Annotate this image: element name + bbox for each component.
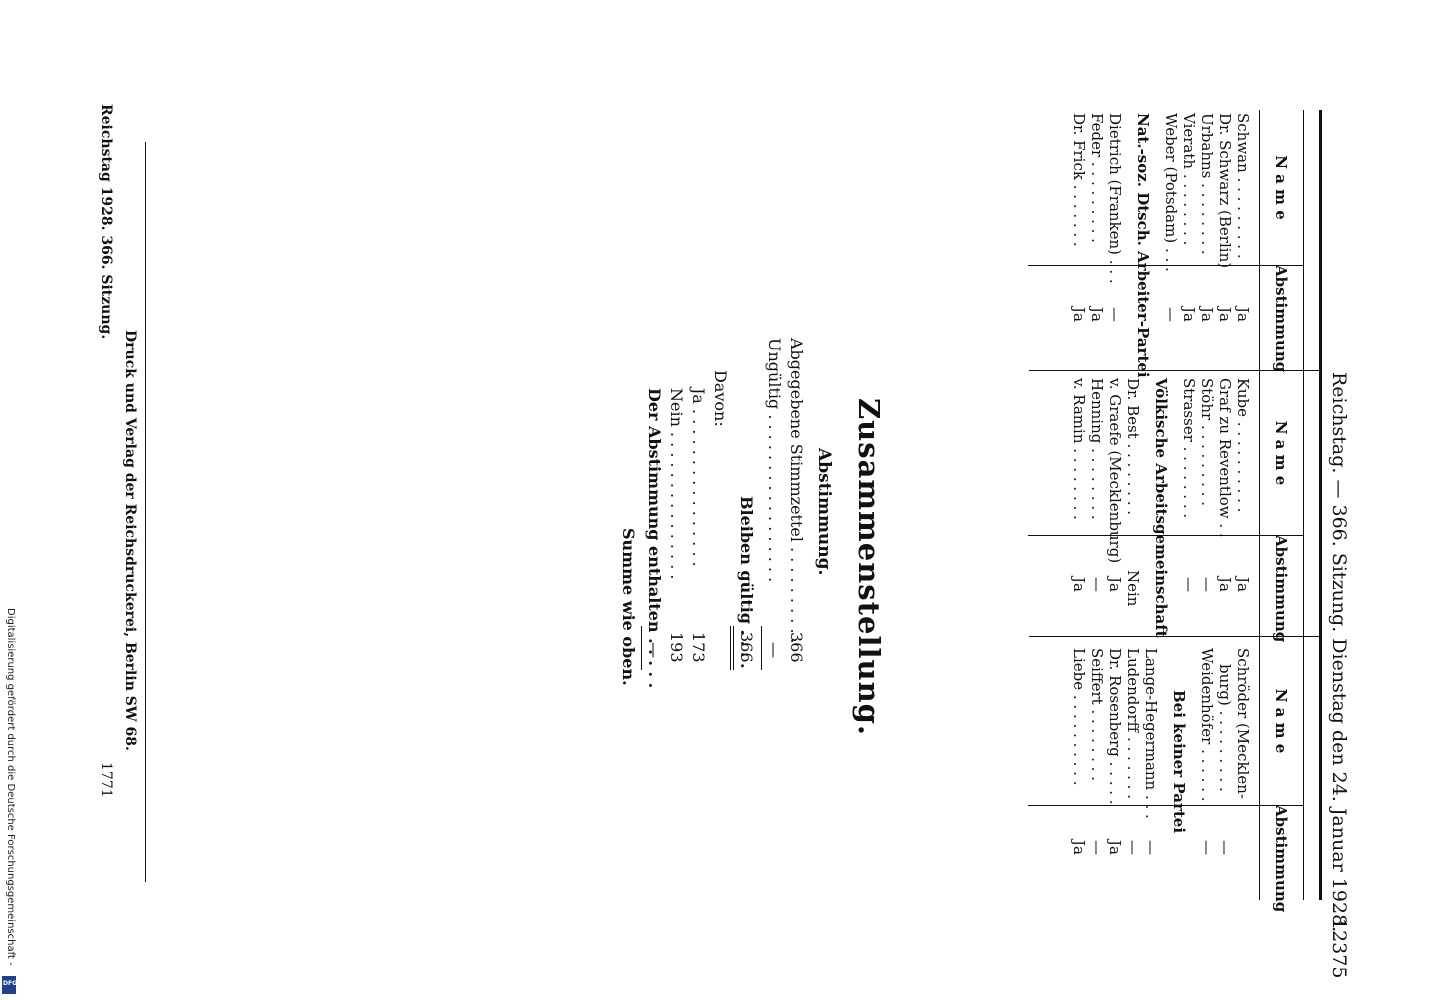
dfg-text: Digitalisierung gefördert durch die Deut… — [5, 608, 16, 966]
col3-vote-divider — [1028, 805, 1303, 806]
summary-abgegeben-value: 366 — [787, 632, 806, 663]
table-row-name: Dr. Frick . . . . . . . — [1070, 113, 1088, 247]
page-number: 12375 — [1328, 918, 1350, 979]
col2-name-header: N a m e — [1272, 420, 1290, 486]
table-row-vote: Ja — [1070, 840, 1088, 855]
table-row-vote: Ja — [1234, 307, 1252, 322]
table-row-name: Graf zu Reventlow . . — [1216, 378, 1234, 538]
table-row-name: Stöhr . . . . . . . . . — [1198, 378, 1216, 506]
summary-ja-value: 173 — [689, 632, 708, 663]
footer-rule — [145, 142, 146, 882]
running-header: Reichstag. — 366. Sitzung. Dienstag den … — [1328, 372, 1350, 933]
table-row-name: burg) . . . . . . . . . — [1216, 664, 1234, 792]
table-row-vote: — — [1216, 840, 1234, 855]
summary-davon-label: Davon: — [711, 370, 730, 427]
table-row-name: Dr. Best . . . . . . . . — [1124, 378, 1142, 515]
summary-title: Zusammenstellung. — [852, 398, 886, 737]
table-row-vote: — — [1180, 577, 1198, 592]
table-thin-rule — [1303, 110, 1304, 900]
table-row-vote: — — [1088, 577, 1106, 592]
table-row-vote: — — [1124, 840, 1142, 855]
col2-vote-header: Abstimmung — [1272, 535, 1290, 643]
table-top-rule — [1319, 110, 1322, 900]
table-row-name: Dr. Schwarz (Berlin) — [1216, 113, 1234, 269]
table-row-vote: — — [1198, 577, 1216, 592]
sum-rule — [730, 626, 731, 670]
table-row-name: v. Ramin . . . . . . . . — [1070, 378, 1088, 520]
table-row-name: Urbahns . . . . . . . . — [1198, 113, 1216, 255]
dfg-logo-text: DFG — [3, 980, 18, 987]
table-row-vote: Ja — [1180, 307, 1198, 322]
summary-nein-value: 193 — [667, 632, 686, 663]
table-row-vote: Ja — [1216, 307, 1234, 322]
footer-page: 1771 — [98, 762, 114, 798]
table-row-name: Henning . . . . . . . . — [1088, 378, 1106, 520]
col1-vote-header: Abstimmung — [1272, 265, 1290, 373]
col3-vote-header: Abstimmung — [1272, 805, 1290, 913]
summary-nein-label: Nein . . . . . . . . . . . . . . . — [667, 388, 686, 580]
table-row-vote: — — [1198, 840, 1216, 855]
table-row-name: Weidenhöfer . . . . . . — [1198, 648, 1216, 802]
table-row-vote: — — [1106, 307, 1124, 322]
party-heading: Bei keiner Partei — [1170, 690, 1188, 834]
table-row-name: v. Graefe (Mecklenburg) — [1106, 378, 1124, 564]
table-row-vote: Ja — [1234, 577, 1252, 592]
summary-enthalten-value: — — [645, 642, 664, 658]
table-row-name: Strasser . . . . . . . . — [1180, 378, 1198, 519]
party-heading: Völkische Arbeitsgemeinschaft — [1152, 378, 1170, 638]
table-row-vote: — — [1142, 840, 1160, 855]
table-row-name: Feder . . . . . . . . . — [1088, 113, 1106, 243]
table-row-vote: Ja — [1088, 307, 1106, 322]
table-row-name: Dietrich (Franken) . . . — [1106, 113, 1124, 284]
table-row-name: Weber (Potsdam) . . . — [1162, 113, 1180, 272]
footer-left: Reichstag 1928. 366. Sitzung. — [98, 104, 114, 340]
table-row-vote: — — [1088, 840, 1106, 855]
summary-abgegeben-label: Abgegebene Stimmzettel . . . . . . . . .… — [787, 338, 806, 644]
summary-ungueltig-value: — — [765, 642, 784, 658]
dfg-note: Digitalisierung gefördert durch die Deut… — [2, 608, 18, 994]
table-row-vote: Ja — [1106, 577, 1124, 592]
table-row-name: Schwan . . . . . . . . . — [1234, 113, 1252, 259]
table-row-name: Ludendorff . . . . . . . — [1124, 648, 1142, 799]
table-row-name: Kube . . . . . . . . . . — [1234, 378, 1252, 513]
sum-rule — [733, 626, 734, 670]
party-heading: Nat.-soz. Dtsch. Arbeiter-Partei — [1134, 113, 1152, 378]
table-row-vote: Ja — [1216, 577, 1234, 592]
summary-summe: Summe wie oben. — [619, 528, 638, 686]
table-header-rule — [1259, 110, 1260, 900]
summary-ungueltig-label: Ungültig . . . . . . . . . . . . . . . .… — [765, 338, 784, 583]
table-row-vote: Ja — [1070, 307, 1088, 322]
col1-name-header: N a m e — [1272, 155, 1290, 220]
dfg-logo-icon: DFG — [2, 976, 18, 994]
summary-ja-label: Ja . . . . . . . . . . . . . . . . — [689, 388, 708, 567]
printer-line: Druck und Verlag der Reichsdruckerei, Be… — [122, 330, 138, 751]
summary-gueltig-value: 366 — [737, 632, 756, 663]
table-row-name: Liebe . . . . . . . . . . — [1070, 648, 1088, 786]
table-row-name: Seiffert . . . . . . . . — [1088, 648, 1106, 781]
table-row-vote: Ja — [1070, 577, 1088, 592]
summary-subtitle: Abstimmung. — [814, 448, 834, 576]
table-row-name: Dr. Rosenberg . . . . . — [1106, 648, 1124, 805]
col3-name-header: N a m e — [1272, 688, 1290, 754]
table-row-name: Schröder (Mecklen- — [1234, 648, 1252, 799]
sum-rule — [761, 626, 762, 670]
table-row-name: Vierath . . . . . . . . — [1180, 113, 1198, 246]
table-row-vote: Ja — [1106, 840, 1124, 855]
sum-rule — [641, 626, 642, 670]
table-row-vote: Ja — [1198, 307, 1216, 322]
table-row-vote: Nein — [1124, 570, 1142, 607]
table-row-name: Lange-Hegermann . . . — [1142, 648, 1160, 819]
table-row-vote: — — [1162, 307, 1180, 322]
